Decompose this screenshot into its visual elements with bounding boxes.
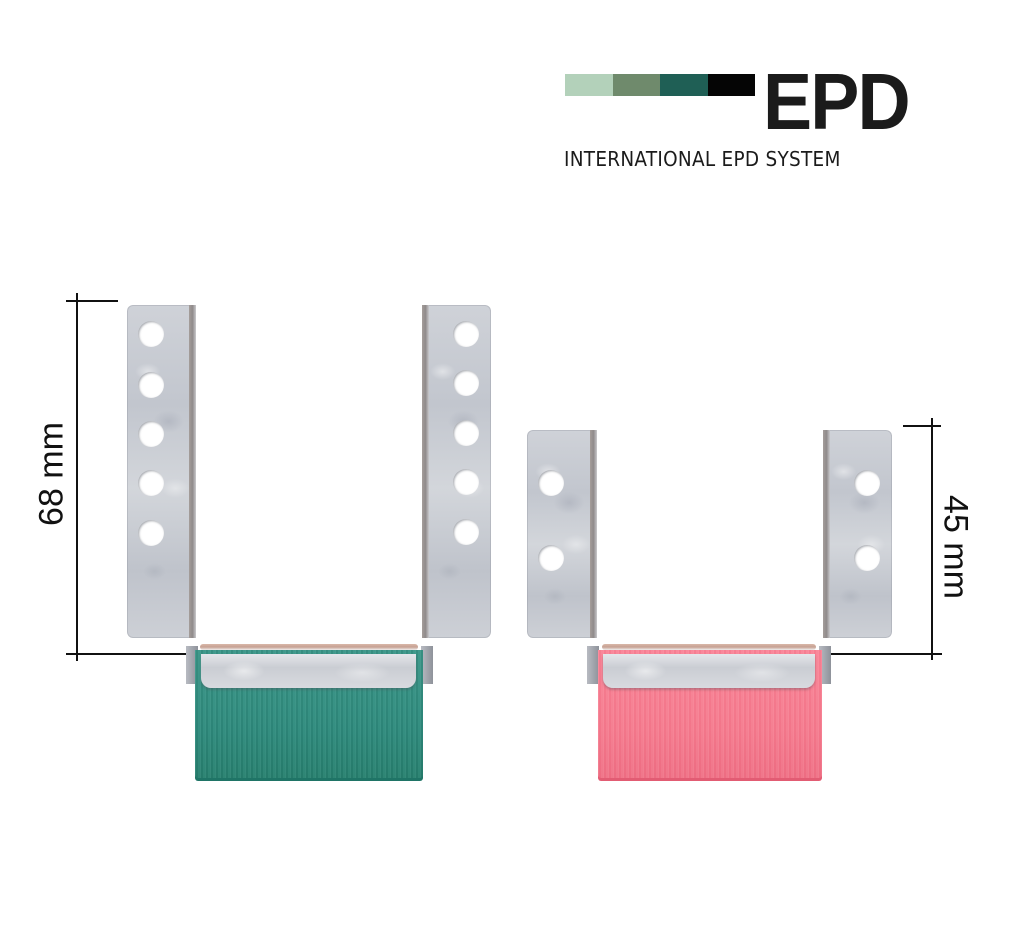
mounting-hole [854, 470, 880, 496]
dimension-label-68mm: 68 mm [32, 422, 71, 526]
mounting-hole [138, 520, 164, 546]
logo-color-bar-3 [660, 74, 708, 96]
right-mounting-plate [823, 430, 892, 638]
mounting-hole [453, 321, 479, 347]
mounting-hole [854, 545, 880, 571]
left-mounting-plate [527, 430, 597, 638]
mounting-hole [138, 421, 164, 447]
clamp-top-rail [602, 644, 816, 650]
dimension-label-45mm: 45 mm [936, 495, 975, 599]
logo-color-bar-2 [613, 74, 660, 96]
dimension-top-tick [66, 300, 118, 302]
plate-fold-edge [590, 430, 597, 638]
mounting-hole [138, 372, 164, 398]
mounting-hole [138, 321, 164, 347]
metal-clamp-channel [603, 654, 815, 688]
mounting-hole [453, 420, 479, 446]
logo-wordmark: EPD [763, 57, 911, 146]
dimension-bottom-tick [822, 653, 942, 655]
right-mounting-plate [422, 305, 491, 638]
clamp-side-tab [819, 646, 831, 684]
dimension-bottom-tick [66, 653, 186, 655]
logo-color-bar-1 [565, 74, 613, 96]
mounting-hole [453, 370, 479, 396]
dimension-vertical-line [931, 418, 933, 660]
logo-color-bar-4 [708, 74, 755, 96]
left-mounting-plate [127, 305, 196, 638]
plate-fold-edge [189, 305, 196, 638]
mounting-hole [538, 470, 564, 496]
dimension-vertical-line [76, 293, 78, 661]
clamp-top-rail [200, 644, 418, 650]
logo-subtitle: INTERNATIONAL EPD SYSTEM [564, 147, 841, 171]
epd-logo: EPD INTERNATIONAL EPD SYSTEM [564, 62, 915, 172]
clamp-side-tab [587, 646, 599, 684]
plate-fold-edge [422, 305, 429, 638]
mounting-hole [453, 519, 479, 545]
clamp-side-tab [421, 646, 433, 684]
mounting-hole [538, 545, 564, 571]
mounting-hole [453, 469, 479, 495]
metal-clamp-channel [201, 654, 416, 688]
dimension-top-tick [903, 425, 941, 427]
mounting-hole [138, 470, 164, 496]
plate-fold-edge [823, 430, 830, 638]
